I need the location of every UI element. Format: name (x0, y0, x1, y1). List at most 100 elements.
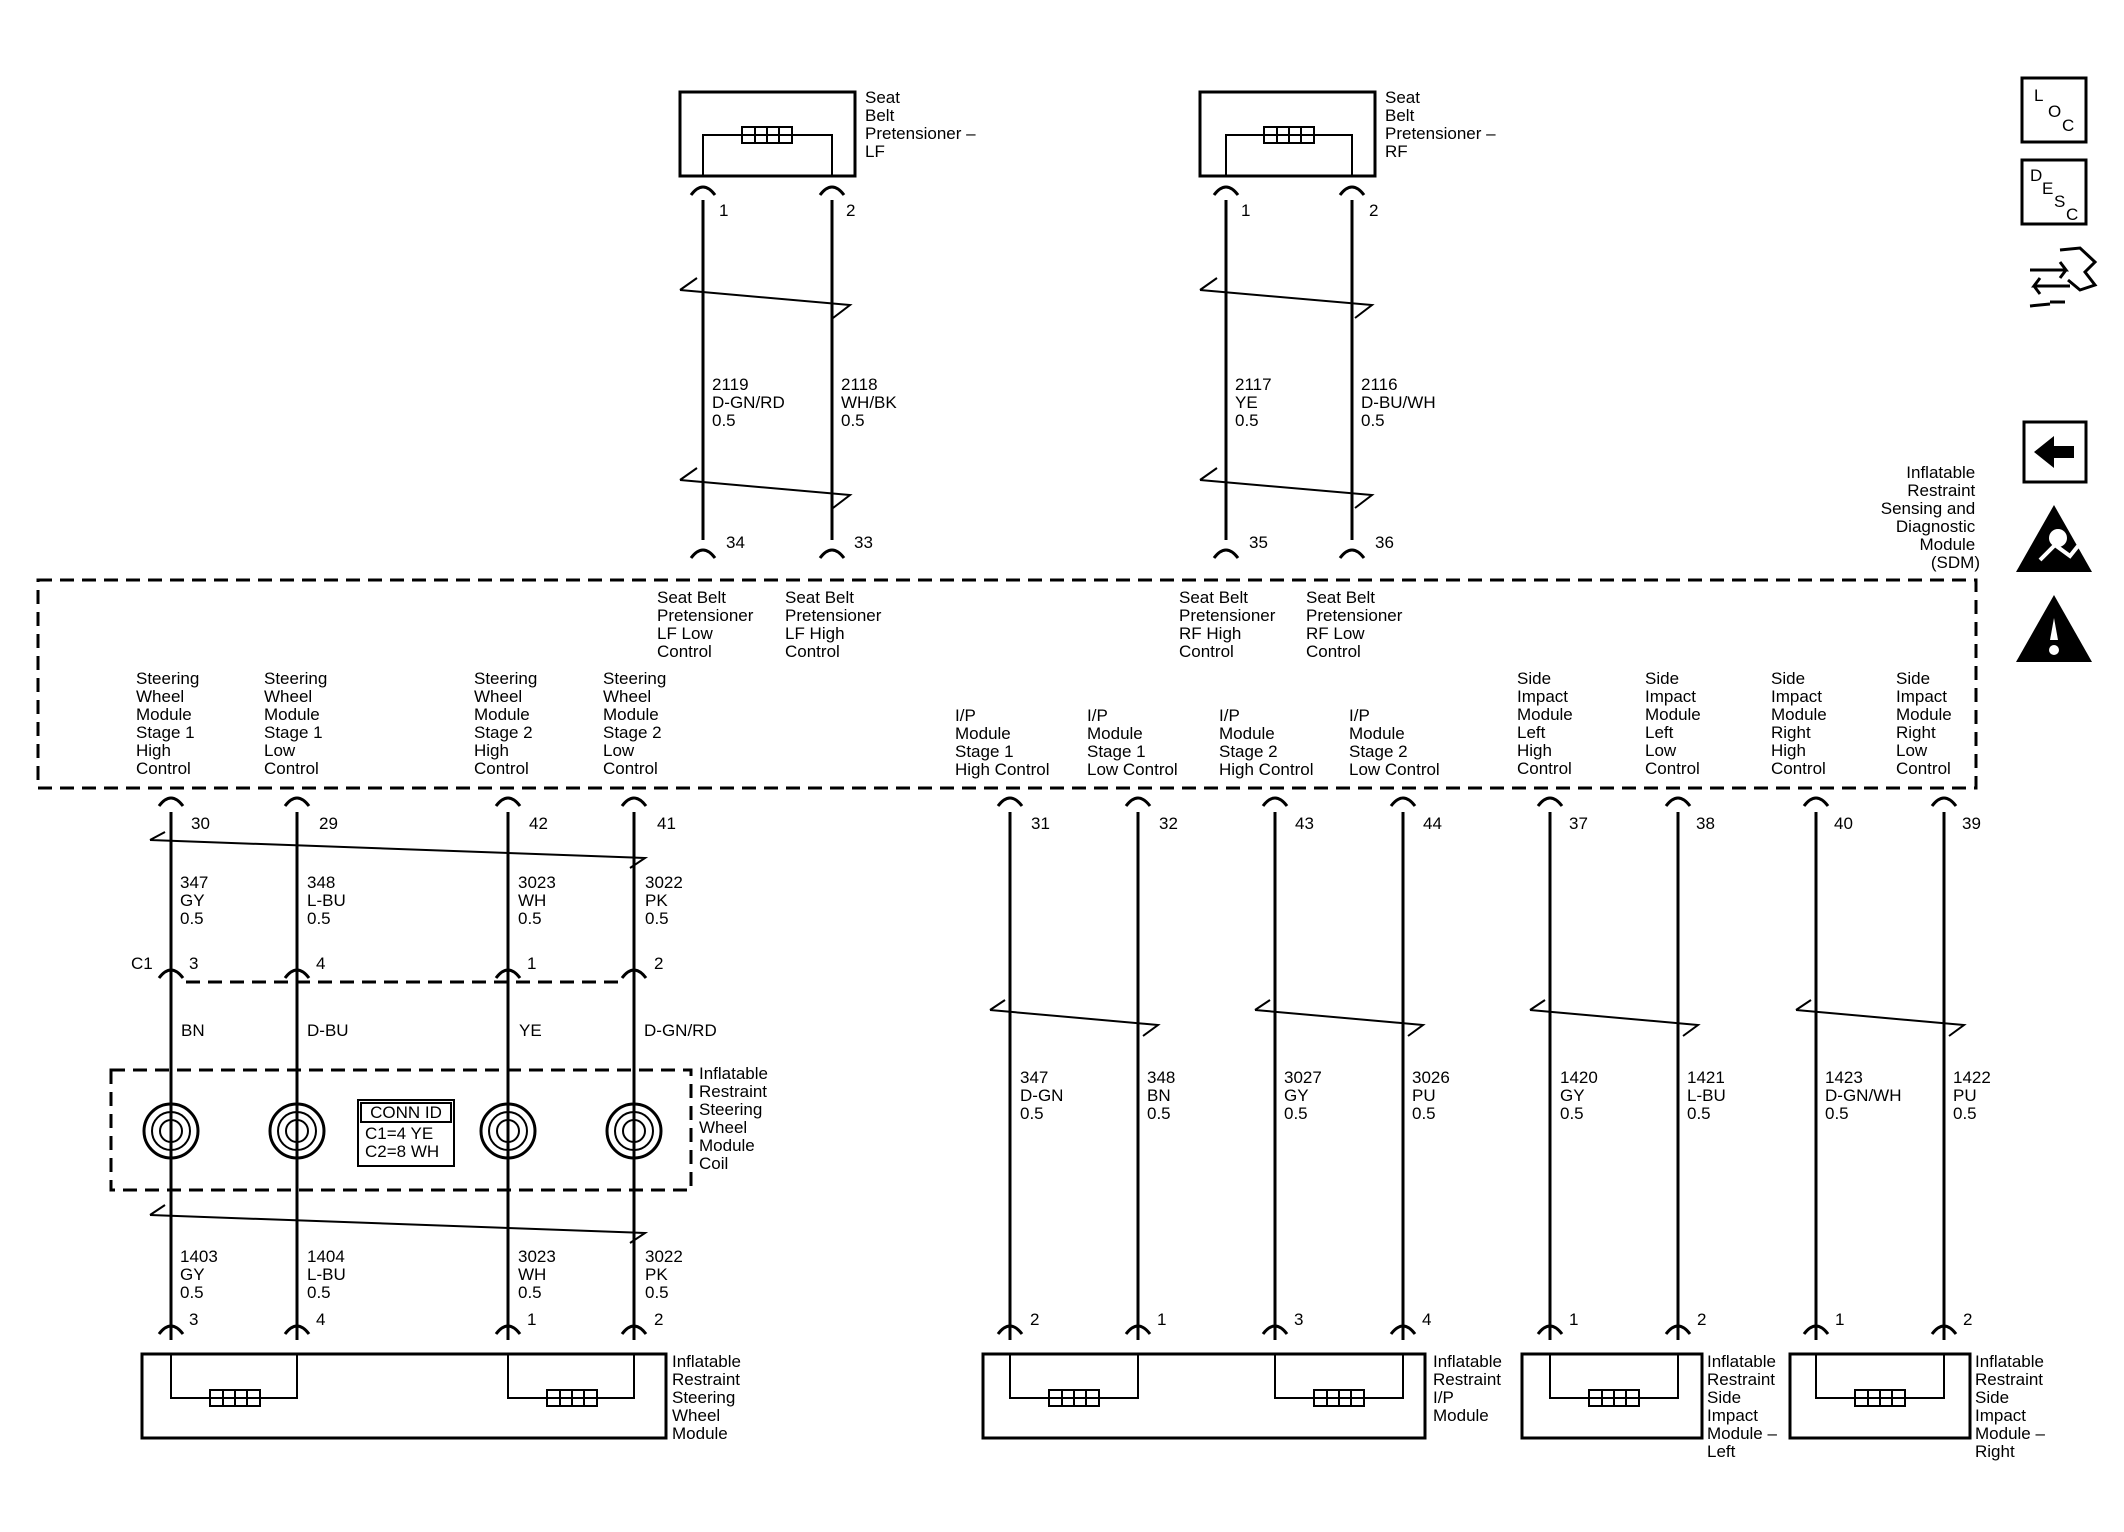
ip-cup-1 (1124, 1324, 1152, 1335)
lf-pin-2 (818, 185, 846, 196)
ip-pin-1: 1 (1157, 1310, 1166, 1329)
sr-cup-2 (1930, 1324, 1958, 1335)
conn-id-c2: C2=8 WH (365, 1142, 439, 1161)
back-arrow-icon[interactable] (2022, 420, 2088, 484)
sdm-pin-30: 30 (191, 814, 210, 833)
svg-text:C: C (2066, 205, 2078, 224)
sdm-pin-32: 32 (1159, 814, 1178, 833)
sw-module-pin-3: 3 (189, 1310, 198, 1329)
coil-spirals (142, 1102, 663, 1160)
wire-2118: 2118 WH/BK 0.5 (841, 375, 901, 430)
sdm-pin-29: 29 (319, 814, 338, 833)
coil-wire-ye: YE (519, 1021, 542, 1040)
sw-cup-4 (283, 1324, 311, 1335)
sr-cup-1 (1802, 1324, 1830, 1335)
c1-connector-label: C1 (131, 954, 153, 973)
lf-pin-1 (689, 185, 717, 196)
ip-pin-2: 2 (1030, 1310, 1039, 1329)
pretensioner-lf-label: Seat Belt Pretensioner – LF (865, 88, 980, 161)
connector-terminals (157, 185, 1958, 1335)
ip-pin-3: 3 (1294, 1310, 1303, 1329)
svg-text:E: E (2042, 179, 2053, 198)
svg-text:O: O (2048, 102, 2061, 121)
ip-pin-4: 4 (1422, 1310, 1431, 1329)
pin-lf-2: 2 (846, 201, 855, 220)
c1-cup-3 (157, 968, 185, 979)
sdm-pin-41: 41 (657, 814, 676, 833)
wire-2119: 2119 D-GN/RD 0.5 (712, 375, 789, 430)
sdm-pin-31: 31 (1031, 814, 1050, 833)
c1-cup-2 (620, 968, 648, 979)
sdm-pin-37: 37 (1569, 814, 1588, 833)
sdm-pin-44: 44 (1423, 814, 1442, 833)
sdm-pin-34: 34 (726, 533, 745, 552)
ip-cup-3 (1261, 1324, 1289, 1335)
wire-2116: 2116 D-BU/WH 0.5 (1361, 375, 1440, 430)
coil-wire-bn: BN (181, 1021, 205, 1040)
steering-coil-box[interactable] (109, 1068, 693, 1192)
pretensioner-rf-label: Seat Belt Pretensioner – RF (1385, 88, 1500, 161)
sdm-cup-39 (1930, 796, 1958, 807)
ip-module[interactable] (981, 1352, 1427, 1440)
sdm-pin-42: 42 (529, 814, 548, 833)
side-left-pin-2: 2 (1697, 1310, 1706, 1329)
c1-cup-4 (283, 968, 311, 979)
sdm-cup-35 (1212, 548, 1240, 559)
sdm-cup-33 (818, 548, 846, 559)
c1-cup-1 (494, 968, 522, 979)
sdm-pin-39: 39 (1962, 814, 1981, 833)
caution-triangle-icon[interactable] (2016, 595, 2092, 662)
side-left-pin-1: 1 (1569, 1310, 1578, 1329)
rf-pin-2 (1338, 185, 1366, 196)
ip-cup-4 (1389, 1324, 1417, 1335)
sw-cup-2 (620, 1324, 648, 1335)
sdm-cup-43 (1261, 796, 1289, 807)
side-impact-left-module[interactable] (1520, 1352, 1704, 1440)
sdm-cup-30 (157, 796, 185, 807)
sw-cup-1 (494, 1324, 522, 1335)
steering-wires (149, 812, 649, 1340)
pretensioner-rf[interactable] (1198, 90, 1377, 178)
sdm-module-box[interactable] (36, 578, 1978, 790)
loc-icon[interactable]: L O C (2020, 76, 2088, 144)
pin-rf-2: 2 (1369, 201, 1378, 220)
desc-icon[interactable]: D E S C (2020, 158, 2088, 226)
connector-tool-icon[interactable] (2029, 246, 2098, 308)
sdm-pin-40: 40 (1834, 814, 1853, 833)
steering-wheel-module[interactable] (140, 1352, 668, 1440)
sw-module-pin-1: 1 (527, 1310, 536, 1329)
svg-text:C: C (2062, 116, 2074, 135)
pin-lf-1: 1 (719, 201, 728, 220)
sdm-cup-42 (494, 796, 522, 807)
sdm-cup-37 (1536, 796, 1564, 807)
sdm-cup-44 (1389, 796, 1417, 807)
pretensioner-lf[interactable] (678, 90, 857, 178)
side-impact-right-module[interactable] (1788, 1352, 1972, 1440)
sdm-cup-34 (689, 548, 717, 559)
airbag-warning-icon[interactable] (2016, 505, 2092, 572)
sdm-pin-43: 43 (1295, 814, 1314, 833)
wire-2117: 2117 YE 0.5 (1235, 375, 1276, 430)
